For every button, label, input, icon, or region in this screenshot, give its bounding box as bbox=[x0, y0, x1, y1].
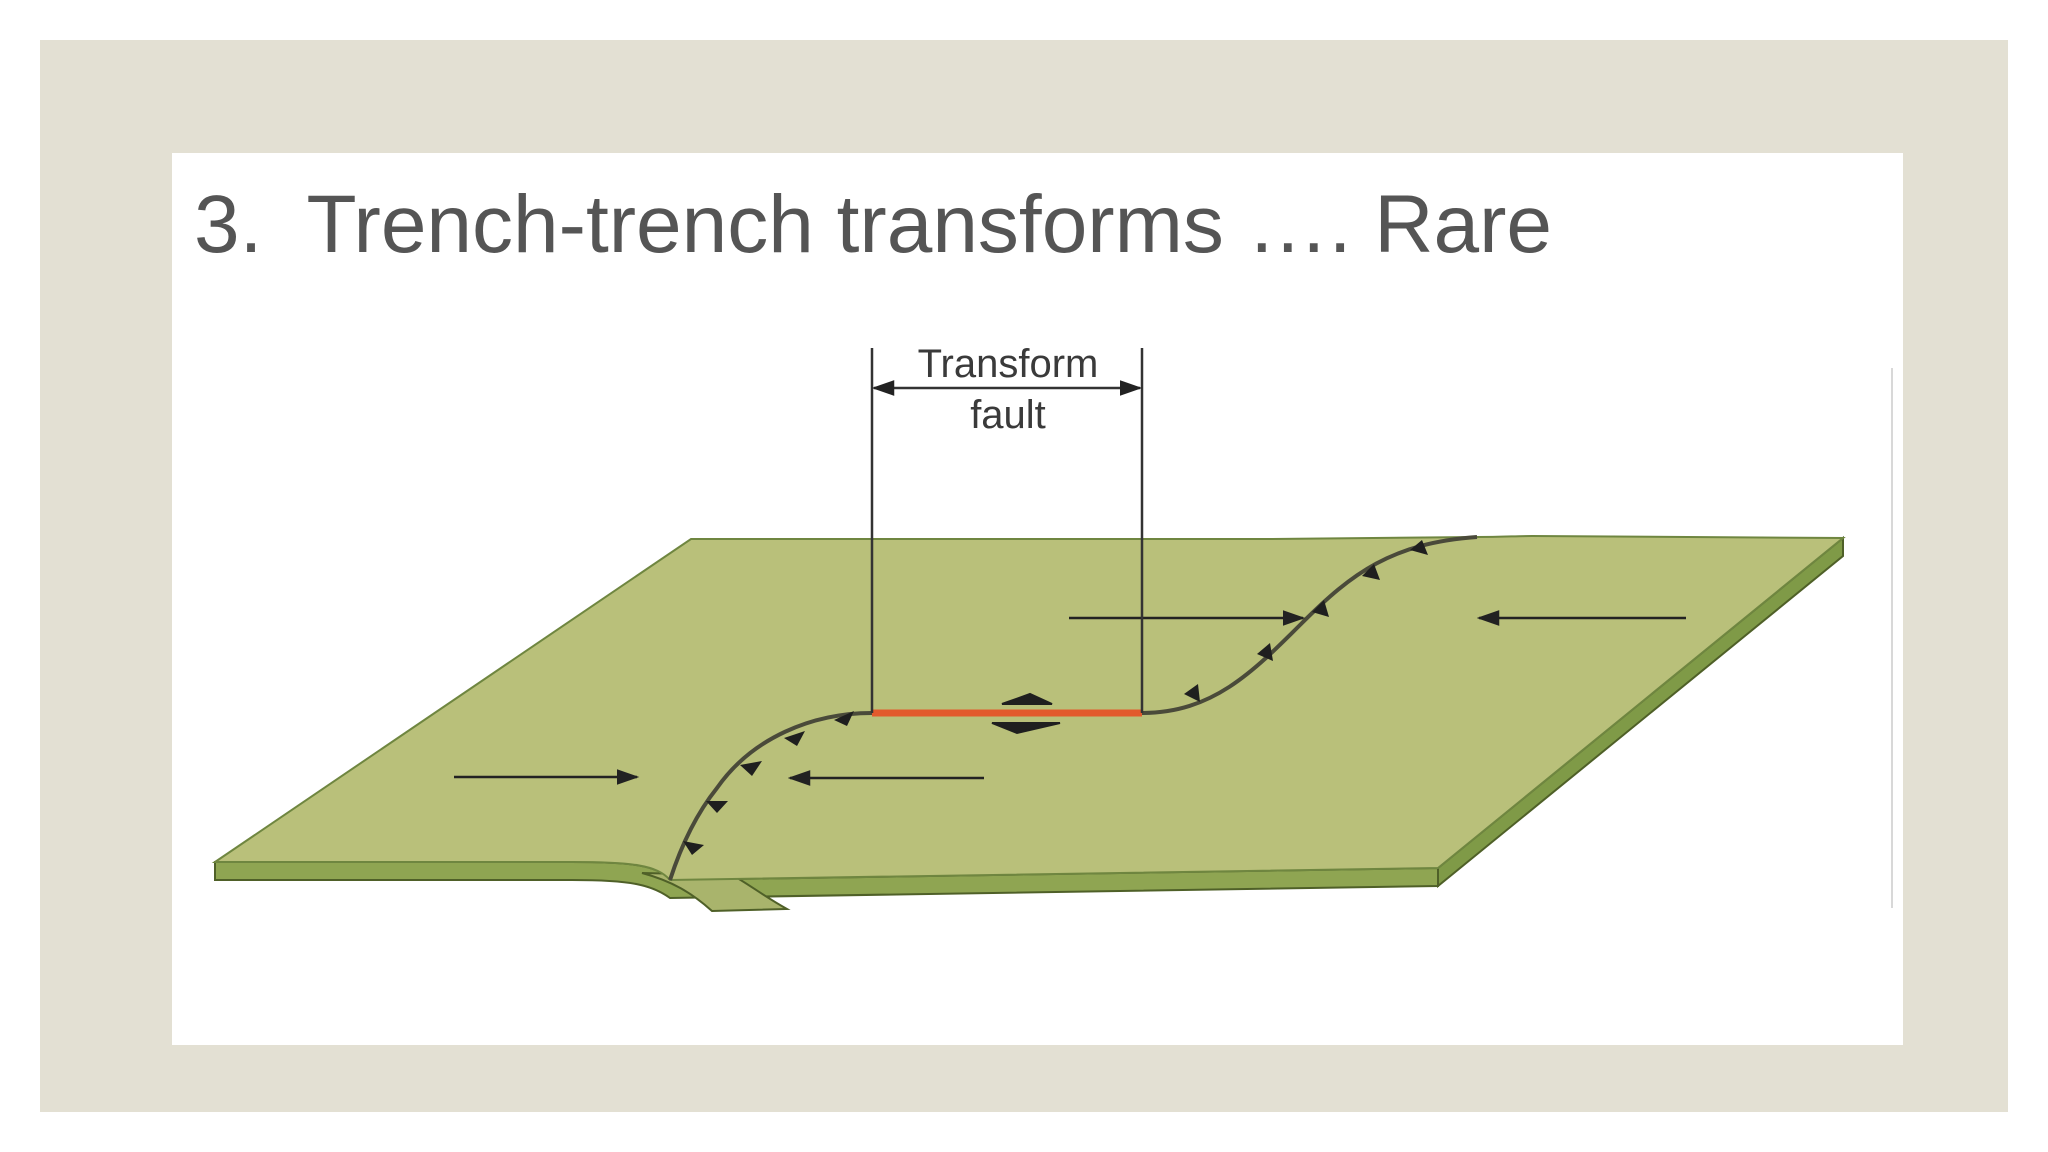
subduction-tooth bbox=[1257, 643, 1273, 661]
transform-motion-arrow-left bbox=[991, 722, 1061, 735]
subduction-tooth bbox=[1184, 684, 1200, 702]
subduction-tooth bbox=[740, 761, 762, 776]
subduction-tooth bbox=[706, 801, 728, 813]
plate-top-surface bbox=[211, 534, 1846, 882]
trench-trench-transform-diagram: Transform fault bbox=[211, 342, 1893, 913]
trench-line bbox=[668, 535, 1478, 881]
slide-title: 3. Trench-trench transforms …. Rare bbox=[194, 179, 1553, 270]
subduction-tooth bbox=[1410, 540, 1428, 555]
transform-fault-label-line2: fault bbox=[970, 393, 1046, 437]
subduction-tooth bbox=[683, 841, 704, 855]
subduction-tooth bbox=[834, 711, 854, 726]
left-trench-teeth bbox=[683, 711, 854, 855]
subducting-slab-lip bbox=[641, 872, 791, 913]
right-trench-teeth bbox=[1184, 540, 1428, 702]
subduction-tooth bbox=[784, 731, 805, 746]
slide-canvas: 3. Trench-trench transforms …. Rare bbox=[172, 153, 1903, 1045]
subduction-tooth bbox=[1312, 600, 1329, 617]
subduction-tooth bbox=[1362, 564, 1380, 580]
slide-frame: 3. Trench-trench transforms …. Rare bbox=[40, 40, 2008, 1112]
transform-motion-arrow-right bbox=[1001, 692, 1053, 705]
transform-fault-label-line1: Transform bbox=[918, 342, 1099, 386]
